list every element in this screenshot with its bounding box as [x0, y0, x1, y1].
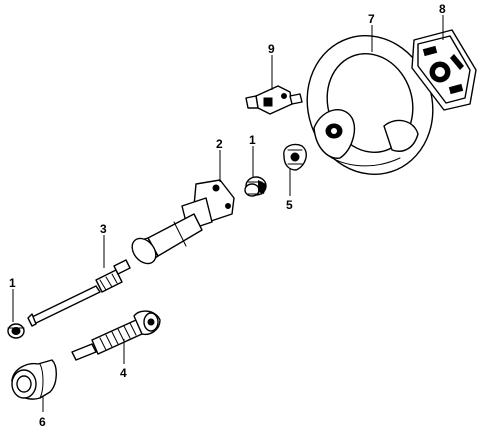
bushing-upper: [244, 176, 267, 197]
intermediate-shaft: [71, 310, 161, 361]
steering-wheel: [306, 35, 434, 175]
horn-pad-module: [411, 29, 477, 111]
column-housing: [131, 179, 235, 265]
callout-7: 7: [368, 12, 375, 26]
callout-9: 9: [268, 42, 275, 56]
callout-2: 2: [216, 137, 223, 151]
bushing-lower: [7, 323, 25, 339]
steering-shaft: [27, 259, 131, 327]
callout-numbers: 1 1 2 3 4 5 6 7 8 9: [9, 2, 446, 429]
callout-1-right: 1: [249, 133, 256, 147]
callout-5: 5: [286, 198, 293, 212]
column-boot: [11, 359, 57, 400]
callout-1-left: 1: [9, 276, 16, 290]
callout-8: 8: [439, 2, 446, 16]
leader-lines: [12, 15, 444, 412]
callout-3: 3: [100, 222, 107, 236]
callout-4: 4: [120, 366, 127, 380]
column-switch: [245, 85, 303, 115]
callout-6: 6: [39, 415, 46, 429]
cancel-cam: [283, 143, 307, 171]
